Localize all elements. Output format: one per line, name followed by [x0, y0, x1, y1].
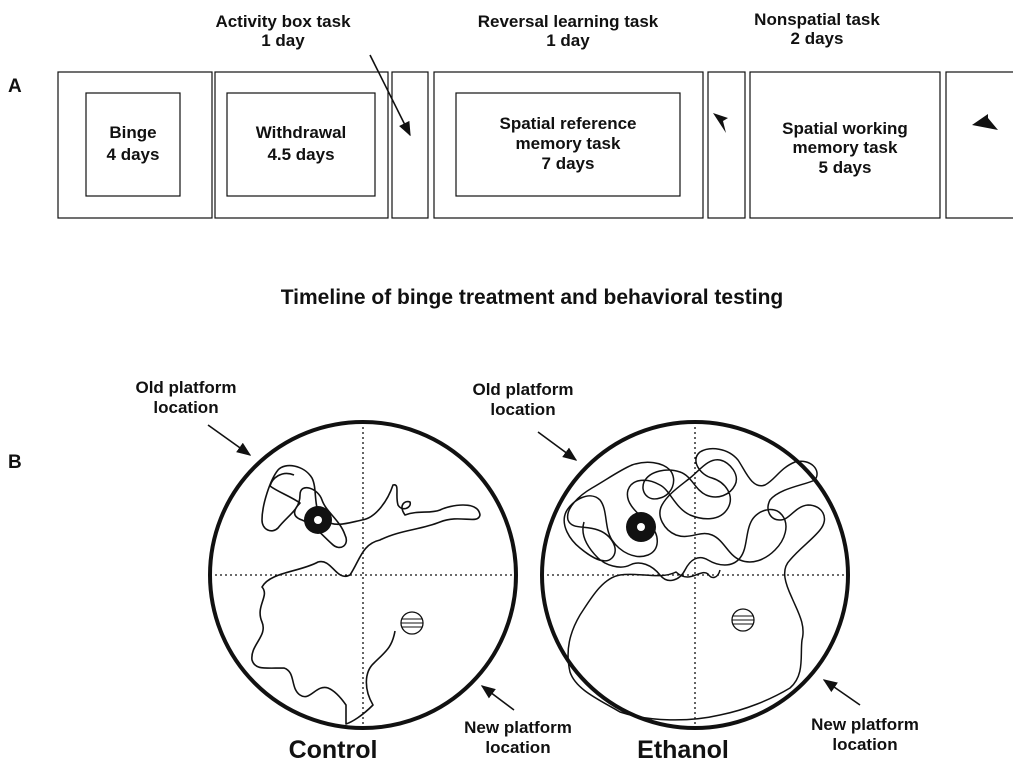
pool-control-old-platform-center [314, 516, 322, 524]
panel-b: B Old platform location New platform loc… [8, 378, 919, 761]
timeline-segment-reversal [707, 71, 746, 219]
task-label-reversal: Reversal learning task [478, 12, 659, 31]
timeline-segment-activity-box [391, 71, 429, 219]
panel-b-letter: B [8, 452, 22, 473]
task-duration-nonspatial: 2 days [791, 29, 844, 48]
binge-inner-box [85, 92, 181, 197]
pool-ethanol-old-arrow [537, 431, 578, 461]
working-memory-label-1: Spatial working [782, 119, 908, 138]
pool-ethanol-label: Ethanol [637, 736, 729, 761]
timeline-segment-nonspatial [945, 71, 1013, 219]
pool-control-new-arrow [480, 685, 515, 711]
binge-duration: 4 days [107, 145, 160, 164]
pool-ethanol-old-platform-center [637, 523, 645, 531]
pool-control-swim-path [251, 464, 481, 725]
reference-memory-inner-box [455, 92, 681, 197]
binge-label: Binge [109, 123, 156, 142]
panel-a: A Activity box task 1 day Reversal learn… [8, 10, 1013, 309]
pool-control-old-arrow [207, 424, 252, 456]
reference-memory-label-1: Spatial reference [499, 114, 636, 133]
withdrawal-duration: 4.5 days [267, 145, 334, 164]
timeline-segment-binge [57, 71, 213, 219]
reversal-arrowhead [713, 113, 728, 133]
task-label-activity-box: Activity box task [215, 12, 351, 31]
reference-memory-label-2: memory task [516, 134, 621, 153]
task-duration-reversal: 1 day [546, 31, 590, 50]
working-memory-label-2: memory task [793, 138, 898, 157]
panel-a-caption: Timeline of binge treatment and behavior… [281, 286, 784, 309]
pool-ethanol-swim-path [563, 447, 826, 721]
pool-ethanol-new-arrow [822, 679, 861, 706]
pool-control-label: Control [289, 736, 378, 761]
pool-control-new-label-2: location [485, 738, 550, 757]
pool-ethanol-old-label-1: Old platform [472, 380, 573, 399]
activity-box-arrow [369, 54, 411, 137]
pool-ethanol: Old platform location New platform locat… [472, 380, 918, 761]
panel-a-letter: A [8, 76, 22, 97]
pool-ethanol-new-label-1: New platform [811, 715, 919, 734]
pool-ethanol-old-label-2: location [490, 400, 555, 419]
pool-control-old-label-2: location [153, 398, 218, 417]
nonspatial-arrowhead [972, 114, 998, 130]
task-duration-activity-box: 1 day [261, 31, 305, 50]
pool-control: Old platform location New platform locat… [135, 378, 571, 761]
pool-control-new-label-1: New platform [464, 718, 572, 737]
withdrawal-label: Withdrawal [256, 123, 347, 142]
timeline-segment-working-memory [749, 71, 941, 219]
timeline-segment-withdrawal [214, 71, 389, 219]
withdrawal-inner-box [226, 92, 376, 197]
reference-memory-duration: 7 days [542, 154, 595, 173]
task-label-nonspatial: Nonspatial task [754, 10, 880, 29]
timeline-segment-reference-memory [433, 71, 704, 219]
pool-control-old-label-1: Old platform [135, 378, 236, 397]
pool-ethanol-new-label-2: location [832, 735, 897, 754]
working-memory-duration: 5 days [819, 158, 872, 177]
